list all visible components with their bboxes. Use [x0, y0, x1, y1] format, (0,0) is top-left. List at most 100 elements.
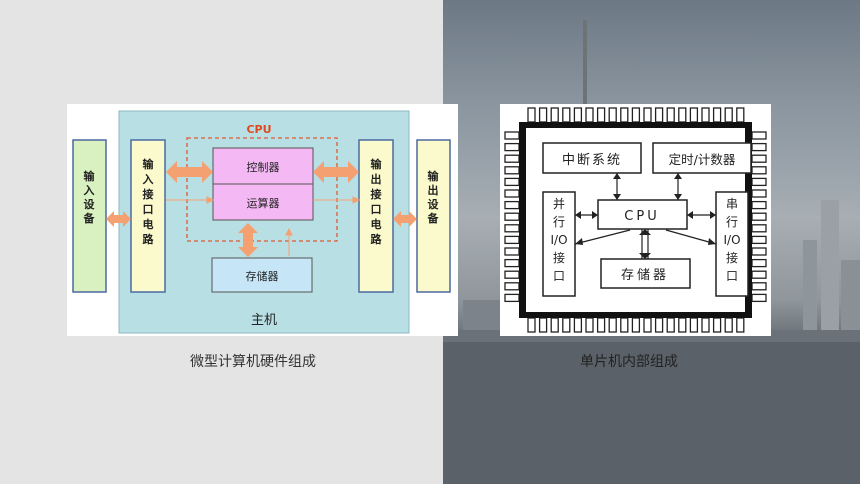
chip-pins-right — [751, 131, 767, 303]
interrupt-system-box — [542, 142, 642, 174]
memory-box — [211, 257, 313, 293]
chip-pin — [751, 293, 767, 303]
vertical-char: 口 — [371, 203, 382, 216]
vertical-char: 接 — [553, 250, 565, 265]
chip-pin — [504, 247, 520, 256]
arrowhead-7 — [687, 211, 693, 219]
chip-pin — [504, 270, 520, 279]
arrowhead-3 — [674, 173, 682, 179]
chip-pin — [631, 317, 641, 333]
chip-pin — [620, 107, 629, 123]
chip-pin — [678, 107, 687, 123]
chip-pin — [527, 107, 536, 123]
parallel-io-vertical-text: 并行 I/O 接口 — [550, 197, 567, 283]
chip-pin — [751, 212, 767, 221]
chip-pin — [504, 142, 520, 152]
arrow-input-device-interface — [106, 211, 131, 227]
vertical-char: 口 — [553, 269, 565, 283]
chip-pin — [504, 282, 520, 291]
vertical-char: 行 — [553, 215, 565, 229]
chip-pin — [643, 317, 652, 333]
parallel-io-box — [542, 191, 576, 297]
arrow-input-interface-cpu — [166, 161, 213, 183]
arrow-output-interface-device — [393, 211, 417, 227]
alu-label: 运算器 — [247, 196, 280, 210]
chip-pin — [751, 200, 767, 210]
arrowhead-1 — [613, 173, 621, 179]
chip-pin — [504, 258, 520, 268]
vertical-char: 口 — [143, 203, 154, 216]
vertical-char: 备 — [427, 211, 440, 225]
vertical-char: 接 — [726, 250, 738, 265]
vertical-char: I/O — [550, 233, 567, 247]
chip-pin — [596, 317, 606, 333]
chip-pin — [562, 107, 571, 123]
vertical-char: I/O — [723, 233, 740, 247]
vertical-char: 设 — [84, 197, 96, 211]
output-device-box — [416, 139, 451, 293]
vertical-char: 备 — [83, 211, 96, 225]
vertical-char: 行 — [726, 215, 738, 229]
chip-pin — [504, 212, 520, 221]
arrowhead-2 — [613, 194, 621, 200]
controller-box — [212, 147, 314, 185]
chip-pin — [751, 258, 767, 268]
chip-pin — [751, 154, 767, 163]
chip-pin — [666, 317, 675, 333]
chip-pin — [751, 166, 767, 175]
chip-pin — [585, 317, 594, 333]
chip-pin — [751, 142, 767, 152]
chip-pin — [654, 317, 664, 333]
vertical-char: 路 — [371, 232, 383, 246]
vertical-char: 输 — [428, 169, 440, 183]
chip-pin — [608, 107, 617, 123]
link-parallel-bus — [574, 229, 631, 245]
chip-pin — [504, 200, 520, 210]
chip-pin — [724, 317, 733, 333]
vertical-char: 电 — [143, 217, 154, 231]
serial-io-vertical-text: 串行 I/O 接口 — [723, 197, 740, 283]
cpu-label: CPU — [624, 209, 659, 224]
chip-pin — [751, 247, 767, 256]
memory-label: 存储器 — [246, 269, 279, 283]
timer-counter-label: 定时/计数器 — [669, 152, 736, 167]
arrowhead-5 — [575, 211, 581, 219]
chip-pin — [689, 317, 699, 333]
chip-pin — [573, 317, 583, 333]
arrowhead-9 — [639, 229, 651, 235]
arrowhead-10 — [639, 253, 651, 259]
city-skyline-background — [443, 20, 860, 484]
vertical-char: 入 — [143, 173, 154, 186]
chip-pin — [608, 317, 617, 333]
chip-pin — [643, 107, 652, 123]
chip-pin — [527, 317, 536, 333]
vertical-char: 输 — [84, 169, 96, 183]
chip-pin — [504, 131, 520, 140]
chip-pin — [701, 107, 710, 123]
vertical-char: 串 — [726, 197, 738, 211]
arrow-cpu-output-interface — [313, 161, 359, 183]
vertical-char: 并 — [553, 197, 565, 211]
cpu-label: CPU — [246, 123, 271, 136]
memory-label: 存储器 — [621, 268, 669, 283]
chip-pin — [751, 177, 767, 187]
chip-pin — [712, 107, 722, 123]
arrowhead-6 — [592, 211, 598, 219]
chip-pin — [701, 317, 710, 333]
chip-pin — [654, 107, 664, 123]
arrowhead-12 — [708, 238, 716, 245]
vertical-char: 接 — [371, 187, 382, 201]
chip-pin — [751, 189, 767, 198]
chip-pin — [596, 107, 606, 123]
link-serial-bus — [665, 229, 717, 245]
vertical-char: 口 — [726, 269, 738, 283]
chip-pin — [504, 154, 520, 163]
chip-pin — [585, 107, 594, 123]
arrowhead-8 — [710, 211, 716, 219]
chip-pin — [504, 224, 520, 233]
arrow-cpu-memory — [238, 223, 258, 257]
chip-pin — [751, 224, 767, 233]
